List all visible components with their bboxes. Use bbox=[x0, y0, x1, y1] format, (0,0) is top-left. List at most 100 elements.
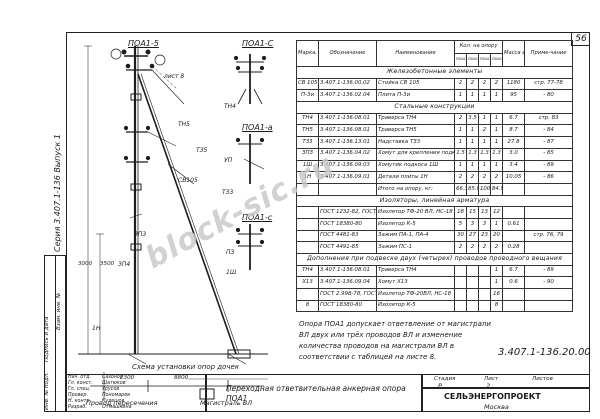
table-cell: Изолятор К-5 bbox=[376, 299, 455, 313]
table-cell: ГОСТ 18380-80 bbox=[318, 299, 377, 313]
table-cell bbox=[454, 288, 467, 301]
table-cell: 3.407.1-136.02.04 bbox=[318, 89, 377, 103]
header-qty-sub: ПОА1-5 bbox=[454, 53, 467, 67]
section-title: Железобетонные элементы bbox=[295, 66, 574, 79]
table-cell: 0.28 bbox=[502, 241, 526, 254]
table-cell: 1 bbox=[454, 159, 467, 173]
stamp-name: Сазонов bbox=[102, 375, 123, 380]
stamp-role: Н. контр. bbox=[68, 399, 91, 404]
header-mark: Марка, поз. bbox=[296, 40, 319, 67]
table-cell bbox=[524, 241, 574, 254]
table-cell: Хомут Х13 bbox=[376, 276, 455, 290]
table-section-row: Стальные конструкции bbox=[295, 101, 574, 114]
table-cell: стр. 77-78 bbox=[524, 77, 574, 91]
header-designation: Обозначение bbox=[318, 40, 377, 67]
table-cell: 3.407.1-136.04.02 bbox=[318, 147, 377, 161]
table-cell: - 86 bbox=[524, 171, 574, 184]
dim-2300: 2300 bbox=[120, 375, 135, 381]
table-cell: Х13 bbox=[296, 276, 319, 290]
table-cell: 1 bbox=[478, 112, 491, 126]
table-cell: 2 bbox=[454, 241, 467, 254]
table-cell: 2 bbox=[454, 171, 467, 184]
table-cell bbox=[502, 288, 526, 301]
document-number: 3.407.1-136.20.00 bbox=[498, 347, 591, 358]
pole-drawing bbox=[78, 45, 268, 400]
table-cell: 13 bbox=[478, 206, 491, 219]
organization-name: СЕЛЬЭНЕРГОПРОЕКТ bbox=[444, 392, 541, 401]
header-mass: Масса ед. кг bbox=[502, 40, 526, 67]
callout-tn4: ТН4 bbox=[224, 103, 236, 110]
stamp-role: Провер. bbox=[68, 393, 88, 398]
table-row: Итого на опору, кг:66.385.8100.084.9 bbox=[296, 182, 574, 196]
stage-head-stage: Стадия bbox=[434, 376, 456, 382]
table-cell: 1 bbox=[489, 217, 504, 231]
callout-sv105: СВ105 bbox=[178, 177, 198, 184]
table-cell: 0.6 bbox=[502, 276, 526, 290]
stage-box bbox=[422, 374, 590, 388]
archive-cell-1: Инв. № подл. bbox=[44, 372, 50, 410]
table-cell: 1 bbox=[489, 124, 504, 138]
table-cell: Хомут для крепления подкоса ЗП3 bbox=[376, 147, 455, 161]
section-title: Изоляторы, линейная арматура bbox=[295, 194, 574, 208]
table-cell: 66.3 bbox=[454, 182, 467, 196]
stamp-title: Переходная ответвительная анкерная опора… bbox=[226, 384, 406, 403]
header-note: Приме-чание bbox=[524, 40, 574, 67]
table-cell: 1 bbox=[466, 124, 479, 138]
table-cell bbox=[296, 241, 319, 254]
table-cell: 3.407.1-136.00.02 bbox=[318, 77, 377, 91]
dim-3000: 3000 bbox=[78, 261, 93, 267]
table-cell: - 80 bbox=[524, 89, 574, 103]
table-cell: стр. 76, 79 bbox=[524, 229, 574, 243]
table-cell: 2 bbox=[478, 77, 491, 91]
table-section-row: Дополнения при подвеске двух (четырех) п… bbox=[295, 253, 574, 266]
callout-1sh: 1Ш bbox=[226, 269, 237, 276]
table-cell: Стойка СВ 105 bbox=[376, 77, 455, 91]
table-cell bbox=[454, 264, 467, 278]
archive-cell-3: Взам. инв. № bbox=[56, 292, 62, 330]
detail2-label: ПОА1-а bbox=[242, 123, 273, 132]
table-cell: 0.61 bbox=[502, 217, 526, 231]
table-cell: Плита П-3и bbox=[376, 89, 455, 103]
table-cell: 1 bbox=[489, 264, 504, 278]
table-cell: 3 bbox=[478, 217, 491, 231]
table-cell: 2 bbox=[466, 241, 479, 254]
table-cell: ГОСТ 18380-80 bbox=[318, 217, 377, 231]
header-qty-sub: ПОА1-а bbox=[466, 53, 479, 67]
table-cell: Надставка ТЗ3 bbox=[376, 136, 455, 149]
table-cell: 8 bbox=[296, 299, 319, 313]
header-qty-sub: ПОА1-с bbox=[478, 53, 491, 67]
table-cell bbox=[524, 206, 574, 219]
table-cell: ТН5 bbox=[296, 124, 319, 138]
table-cell: ТН4 bbox=[296, 264, 319, 278]
table-cell: 3.407.1-136.08.01 bbox=[318, 124, 377, 138]
callout-tn5: ТН5 bbox=[178, 121, 190, 128]
table-cell bbox=[466, 299, 479, 313]
table-cell: - 90 bbox=[524, 276, 574, 290]
table-cell: 2 bbox=[466, 171, 479, 184]
table-cell: 27.8 bbox=[502, 136, 526, 149]
table-cell: 1 bbox=[466, 89, 479, 103]
table-cell: 2 bbox=[466, 77, 479, 91]
dim-3500: 3500 bbox=[100, 261, 115, 267]
table-cell: 3.407.1-136.09.04 bbox=[318, 276, 377, 290]
table-cell: 1.3 bbox=[478, 147, 491, 161]
table-cell: Изолятор К-5 bbox=[376, 217, 455, 231]
table-cell: П-3и bbox=[296, 89, 319, 103]
table-cell bbox=[502, 182, 526, 196]
table-cell: 84.9 bbox=[489, 182, 504, 196]
stamp-role: Гл. спец. bbox=[68, 387, 91, 392]
table-subheader-row: ПОА1-5 ПОА1-а ПОА1-с ПОА1-д bbox=[297, 53, 573, 67]
table-cell: 1 bbox=[489, 276, 504, 290]
table-cell: 1 bbox=[478, 136, 491, 149]
table-cell: 12 bbox=[489, 206, 504, 219]
table-cell: 1 bbox=[454, 89, 467, 103]
